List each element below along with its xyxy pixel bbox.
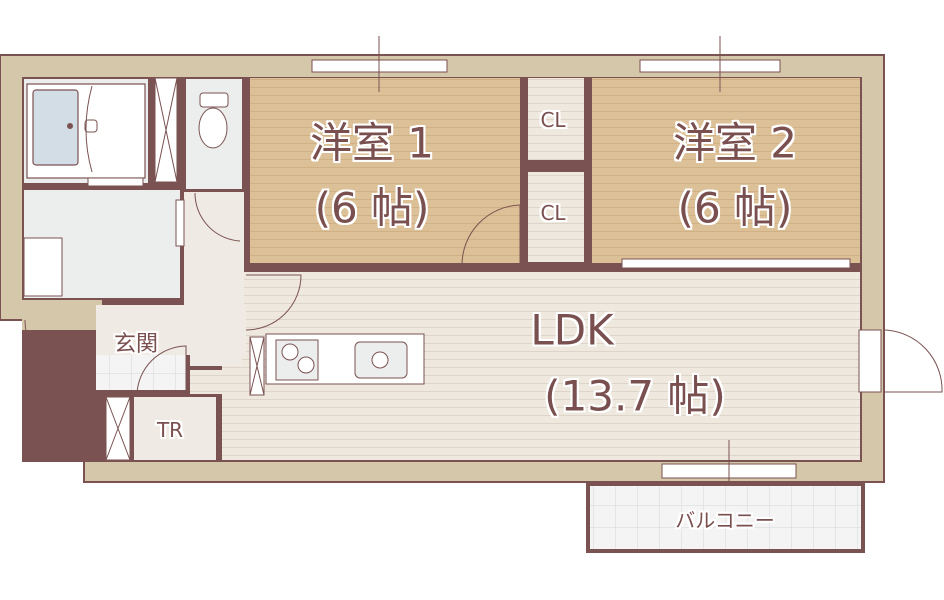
bathtub-icon xyxy=(32,89,79,166)
trunk-room-label: TR xyxy=(156,418,184,442)
closet1-label: CL xyxy=(540,108,566,132)
hallway-floor xyxy=(184,192,244,312)
balcony-floor xyxy=(586,482,865,553)
ldk-size: (13.7 帖) xyxy=(544,371,726,421)
balcony-label: バルコニー xyxy=(675,508,775,533)
bedroom1-size: (6 帖) xyxy=(314,183,430,233)
closet1-floor xyxy=(528,78,584,160)
toilet-icon xyxy=(198,92,229,149)
bedroom1-label: 洋室 1 xyxy=(309,118,435,168)
doors xyxy=(24,192,943,456)
windows xyxy=(311,36,882,500)
washbasin-icon xyxy=(23,237,63,297)
trunk-room-floor xyxy=(134,397,216,460)
bedroom2-label: 洋室 2 xyxy=(672,118,798,168)
closet2-floor xyxy=(528,172,584,262)
closet2-label: CL xyxy=(540,201,566,225)
entrance-label: 玄関 xyxy=(113,332,159,357)
bedroom1-floor xyxy=(250,78,520,263)
bedroom2-size: (6 帖) xyxy=(677,183,793,233)
kitchen-counter xyxy=(265,333,425,385)
bedroom2-floor xyxy=(592,78,860,263)
storage-x-icon xyxy=(105,77,265,461)
ldk-label: LDK xyxy=(530,305,614,355)
